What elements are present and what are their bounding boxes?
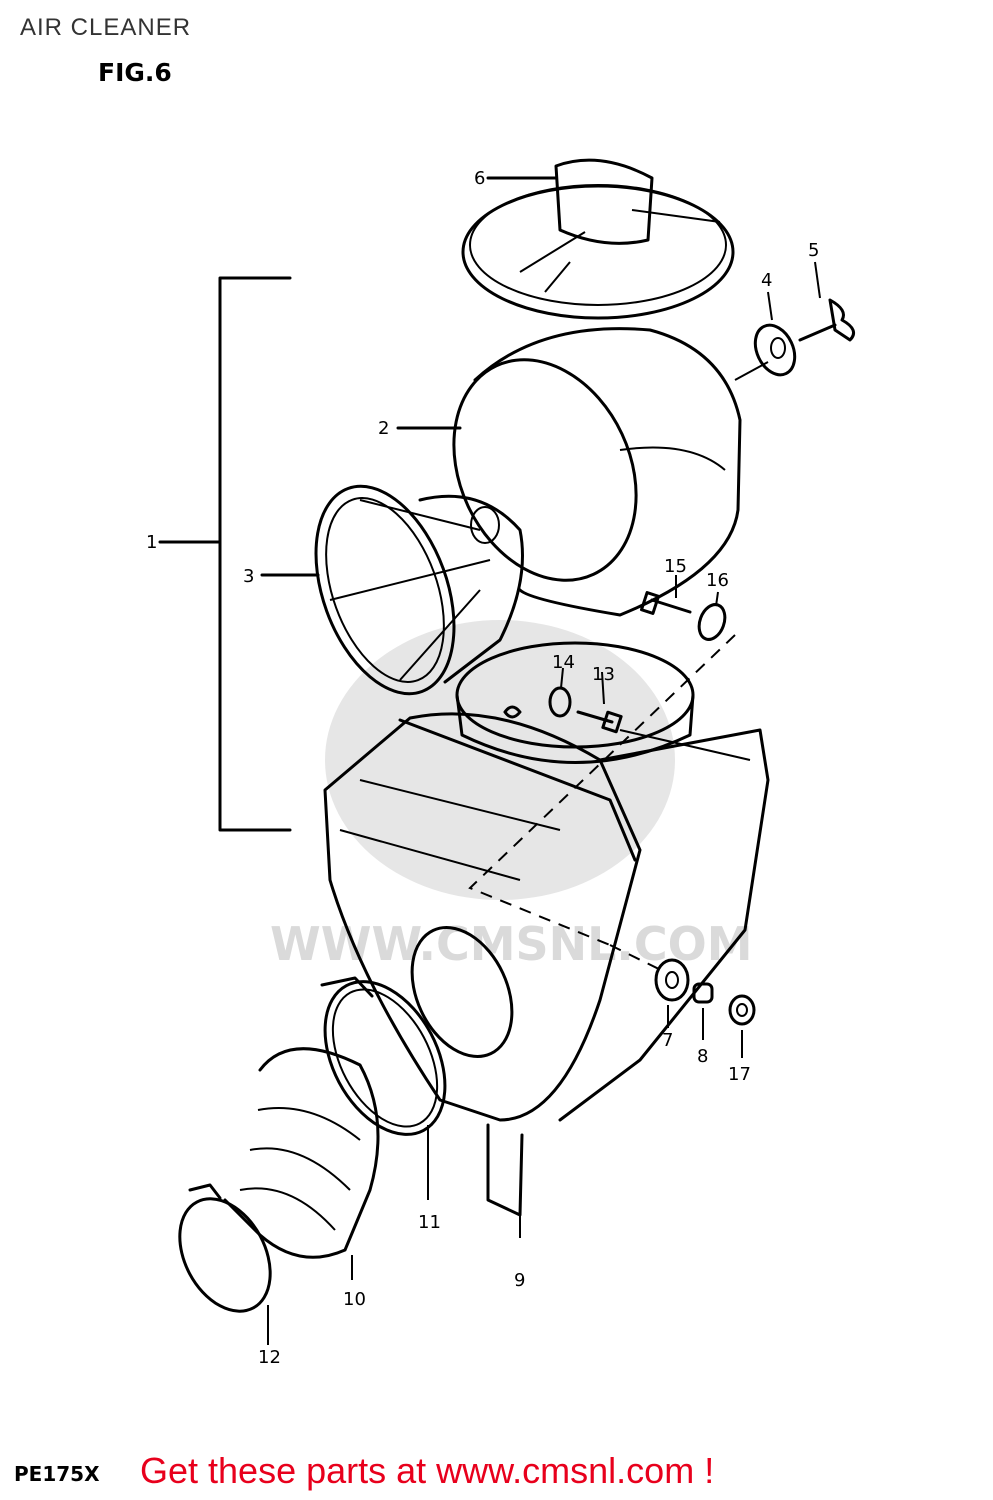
part-clamp-12: [178, 1183, 272, 1345]
part-cover: [461, 158, 735, 320]
get-parts-link[interactable]: Get these parts at www.cmsnl.com !: [140, 1450, 715, 1491]
callout-17: 17: [728, 1064, 751, 1085]
callout-5: 5: [808, 240, 819, 261]
part-collar-8: [692, 982, 714, 1040]
callout-16: 16: [706, 570, 729, 591]
callout-10: 10: [343, 1289, 366, 1310]
figure-label: FIG.6: [98, 58, 172, 87]
part-cushion-7: [654, 958, 690, 1028]
part-ring-11: [320, 976, 447, 1200]
part-intake-boot-10: [223, 1047, 380, 1280]
part-nut-17: [728, 994, 756, 1058]
callout-9: 9: [514, 1270, 525, 1291]
watermark-logo: [325, 620, 675, 900]
page-title: AIR CLEANER: [20, 14, 192, 41]
alignment-lines: [468, 634, 736, 973]
callout-7: 7: [662, 1030, 673, 1051]
callout-3: 3: [243, 566, 254, 587]
callout-8: 8: [697, 1046, 708, 1067]
callout-12: 12: [258, 1347, 281, 1368]
part-washer-16: [697, 591, 727, 641]
part-cage: [260, 484, 524, 696]
part-washer-4: [734, 291, 797, 381]
callout-1: 1: [146, 532, 157, 553]
watermark: WWW.CMSNL.COM: [270, 620, 753, 971]
callout-11: 11: [418, 1212, 441, 1233]
part-wing-bolt-5: [798, 261, 856, 342]
part-bolt-13: [576, 671, 623, 734]
callout-15: 15: [664, 556, 687, 577]
callout-labels: 1 2 3 4 5 6 7 8 9 10 11 12 13 14 15 16 1…: [146, 168, 819, 1368]
model-code: PE175X: [14, 1462, 100, 1486]
callout-13: 13: [592, 664, 615, 685]
callout-2: 2: [378, 418, 389, 439]
watermark-text: WWW.CMSNL.COM: [270, 917, 753, 971]
part-bolt-15: [640, 575, 692, 615]
callout-14: 14: [552, 652, 575, 673]
part-washer-14: [503, 667, 572, 719]
assembly-bracket: [158, 276, 292, 832]
part-case: [323, 641, 770, 1238]
callout-6: 6: [474, 168, 485, 189]
part-filter-element: [396, 327, 742, 617]
callout-4: 4: [761, 270, 772, 291]
